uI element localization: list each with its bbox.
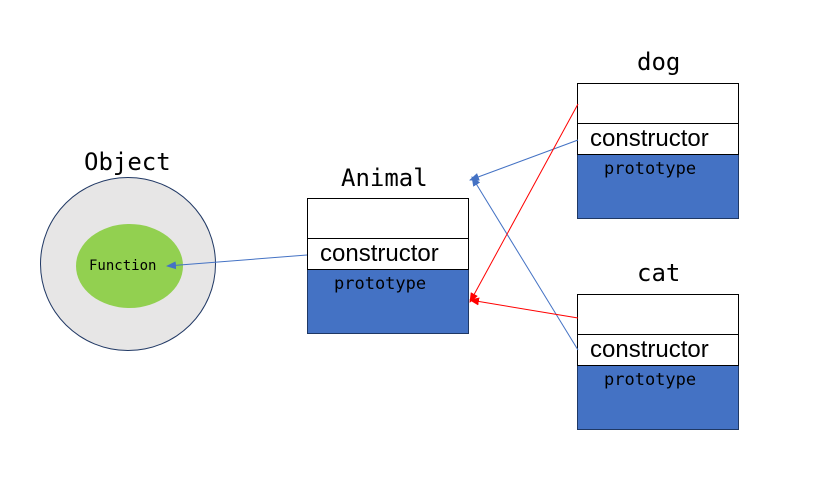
dog-constructor: constructor (577, 124, 739, 155)
cat-empty-slot (577, 294, 739, 335)
dog-title: dog (637, 48, 681, 76)
animal-prototype: prototype (307, 270, 469, 334)
object-title: Object (84, 148, 171, 176)
animal-constructor: constructor (307, 239, 469, 270)
cat-title: cat (637, 259, 681, 287)
dog-prototype: prototype (577, 155, 739, 219)
cat-constructor-to-animal-arrow (471, 176, 579, 351)
animal-title: Animal (341, 164, 428, 192)
function-label: Function (89, 258, 157, 274)
dog-to-animal-prototype-arrow (469, 103, 579, 303)
dog-empty-slot (577, 83, 739, 124)
function-circle (76, 224, 183, 308)
cat-constructor: constructor (577, 335, 739, 366)
animal-box: constructor prototype (307, 198, 469, 334)
cat-box: constructor prototype (577, 294, 739, 430)
cat-to-animal-prototype-arrow (469, 297, 579, 319)
dog-constructor-to-animal-arrow (469, 139, 579, 181)
cat-prototype: prototype (577, 366, 739, 430)
animal-to-function-arrow (166, 254, 308, 270)
animal-empty-slot (307, 198, 469, 239)
dog-box: constructor prototype (577, 83, 739, 219)
